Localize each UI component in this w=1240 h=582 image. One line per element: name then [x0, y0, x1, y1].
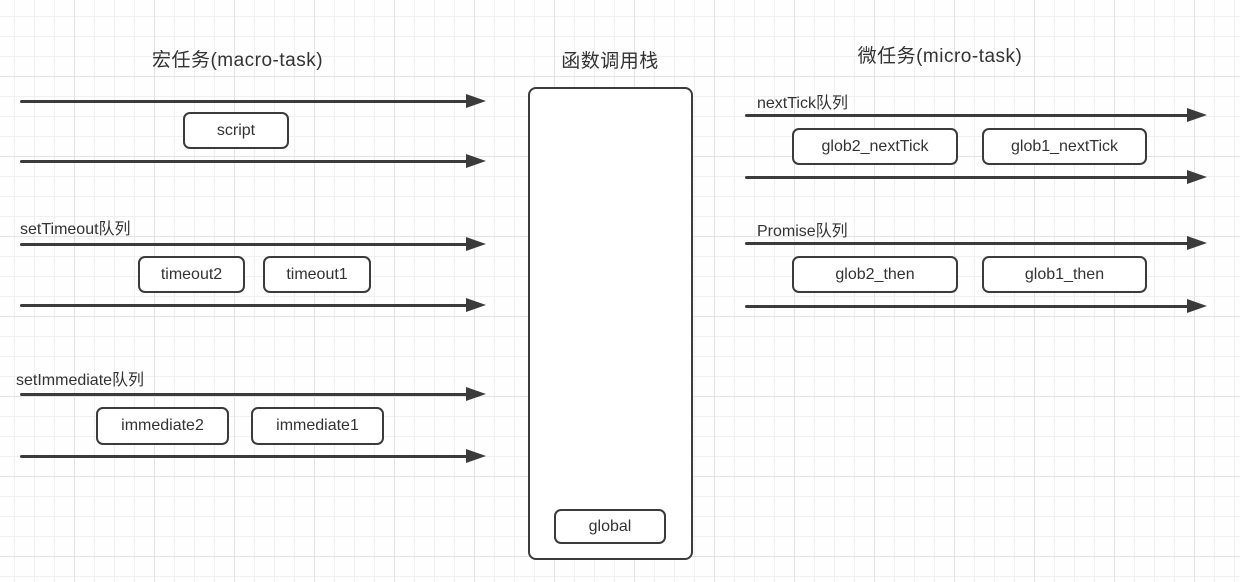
micro-arrow-2	[745, 170, 1207, 184]
call-stack-title: 函数调用栈	[561, 51, 659, 72]
nexttick-queue-label: nextTick队列	[757, 95, 848, 112]
task-box-timeout1: timeout1	[263, 256, 371, 293]
setimmediate-queue-label: setImmediate队列	[16, 372, 145, 389]
task-box-glob2-then: glob2_then	[792, 256, 958, 293]
macro-arrow-3	[20, 237, 486, 251]
macro-task-title: 宏任务(macro-task)	[151, 50, 324, 71]
task-box-timeout2: timeout2	[138, 256, 245, 293]
task-box-immediate1: immediate1	[251, 407, 384, 445]
macro-arrow-1	[20, 94, 486, 108]
micro-arrow-3	[745, 236, 1207, 250]
task-box-glob1-then: glob1_then	[982, 256, 1147, 293]
macro-arrow-6	[20, 449, 486, 463]
settimeout-queue-label: setTimeout队列	[20, 221, 131, 238]
task-box-script: script	[183, 112, 289, 149]
task-box-immediate2: immediate2	[96, 407, 229, 445]
stack-frame-global: global	[554, 509, 666, 544]
call-stack-container	[528, 87, 693, 560]
promise-queue-label: Promise队列	[757, 223, 848, 240]
micro-arrow-4	[745, 299, 1207, 313]
macro-arrow-5	[20, 387, 486, 401]
macro-arrow-4	[20, 298, 486, 312]
micro-arrow-1	[745, 108, 1207, 122]
task-box-glob1-nexttick: glob1_nextTick	[982, 128, 1147, 165]
micro-task-title: 微任务(micro-task)	[857, 46, 1023, 67]
task-box-glob2-nexttick: glob2_nextTick	[792, 128, 958, 165]
macro-arrow-2	[20, 154, 486, 168]
